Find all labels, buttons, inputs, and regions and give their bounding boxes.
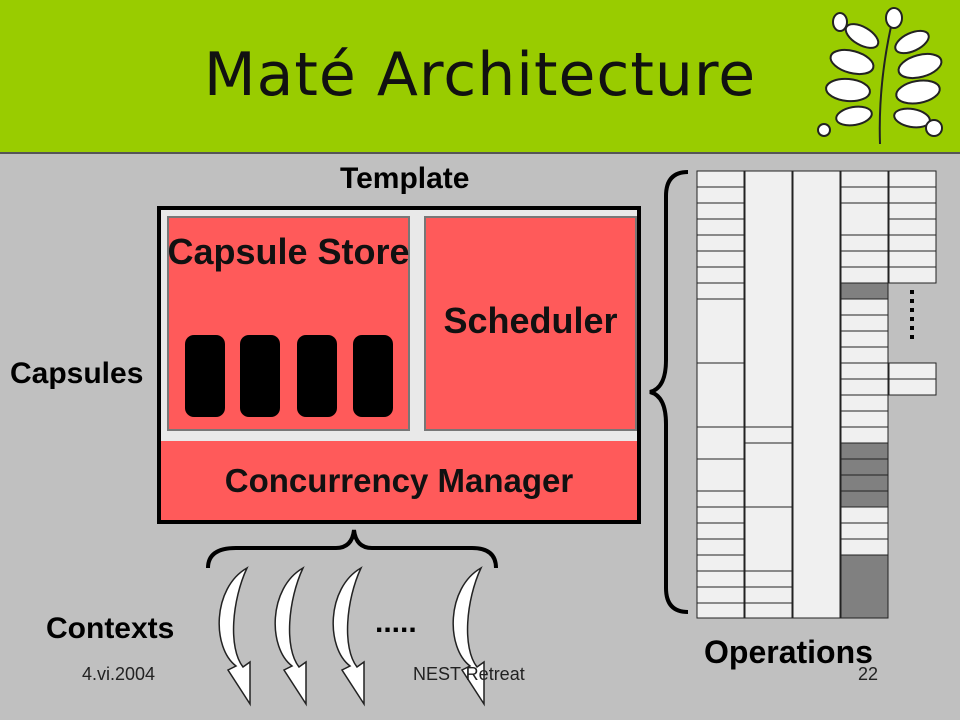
capsules-label: Capsules [10, 357, 144, 390]
curved-arrow-icon [452, 566, 485, 707]
scheduler-box [424, 216, 637, 431]
scheduler-label: Scheduler [443, 300, 618, 341]
template-label: Template [340, 162, 470, 195]
capsule-block [185, 335, 225, 417]
footer-date: 4.vi.2004 [82, 664, 156, 684]
capsule-block [353, 335, 393, 417]
curved-arrow-icon [274, 566, 307, 707]
context-arrows [218, 566, 485, 707]
concurrency-manager-label: Concurrency Manager [224, 462, 574, 499]
capsule-block [297, 335, 337, 417]
operations-brace [649, 170, 689, 614]
footer-event: NEST Retreat [413, 664, 525, 684]
contexts-ellipsis: ..... [375, 606, 417, 639]
title-banner [0, 0, 960, 154]
operations-label: Operations [704, 634, 873, 670]
contexts-brace [206, 529, 498, 569]
plant-leaves-illustration-icon [817, 7, 943, 145]
concurrency-manager-box [161, 441, 637, 520]
capsule-store-label: Capsule Store [167, 231, 410, 272]
curved-arrow-icon [218, 566, 251, 707]
contexts-label: Contexts [46, 612, 175, 645]
capsule-block [240, 335, 280, 417]
slide-title: Maté Architecture [203, 40, 757, 110]
curved-arrow-icon [332, 566, 365, 707]
operations-table [696, 170, 937, 619]
footer-page-number: 22 [858, 664, 879, 684]
